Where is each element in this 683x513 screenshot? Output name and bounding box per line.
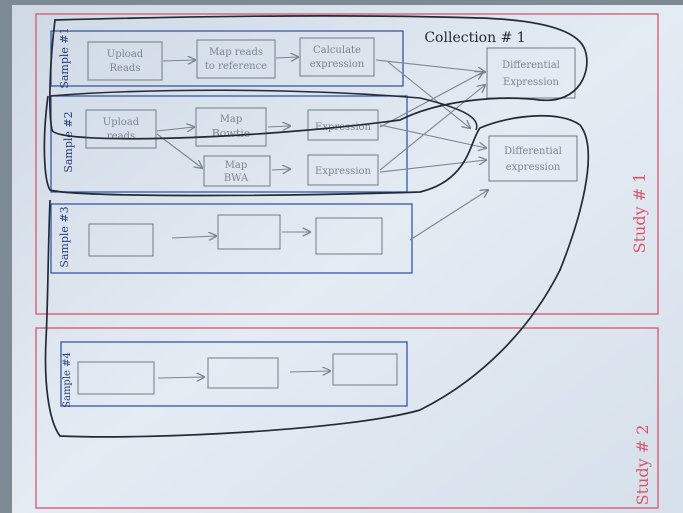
- sample-4-label: Sample #4: [62, 352, 73, 408]
- arrow: [171, 236, 216, 238]
- collection-outline-inner: [49, 89, 478, 131]
- sample-2-label: Sample #2: [62, 111, 75, 172]
- sample-4-step-2: [207, 357, 279, 389]
- sample-4-step-3: [332, 353, 398, 386]
- arrow: [162, 60, 195, 61]
- output-label: Expression: [503, 77, 560, 88]
- arrow: [379, 72, 483, 128]
- arrow: [275, 57, 298, 58]
- step-label: BWA: [224, 173, 249, 184]
- step-label: to reference: [205, 61, 267, 72]
- step-label: Upload: [107, 49, 144, 60]
- sample-3-label: Sample #3: [58, 206, 71, 267]
- collection-outline-top: [49, 14, 588, 140]
- study-1-box: [35, 13, 659, 315]
- step-label: Map: [225, 160, 248, 171]
- step-label: Calculate: [313, 45, 361, 56]
- arrow: [379, 160, 486, 173]
- study-2-label: Study # 2: [633, 425, 652, 506]
- sample-3-step-2: [217, 214, 281, 250]
- arrow: [379, 85, 485, 171]
- output-label: Differential: [504, 146, 562, 157]
- paper-sheet: [12, 5, 683, 513]
- arrow: [267, 126, 290, 127]
- collection-label: Collection # 1: [424, 30, 525, 46]
- differential-expression-1: Differential Expression: [486, 47, 576, 99]
- arrow: [156, 133, 202, 168]
- arrow: [375, 59, 485, 72]
- sample-1-label: Sample #1: [58, 27, 71, 88]
- output-label: Differential: [502, 60, 560, 71]
- arrows: [156, 57, 488, 378]
- sample-2-step-upload: Upload reads: [85, 109, 157, 149]
- arrow: [387, 61, 470, 128]
- differential-expression-2: Differential expression: [488, 135, 578, 182]
- arrow: [271, 169, 290, 170]
- arrow: [289, 371, 330, 372]
- step-label: Reads: [110, 63, 141, 74]
- sample-2-step-map-bwa: Map BWA: [203, 155, 271, 187]
- step-label: expression: [310, 59, 365, 70]
- arrow: [156, 127, 194, 131]
- arrow: [379, 124, 486, 148]
- collection-outline-main: [43, 95, 590, 438]
- sample-1-step-upload: Upload Reads: [87, 41, 163, 81]
- step-label: reads: [107, 131, 135, 142]
- output-label: expression: [506, 162, 561, 173]
- sample-1-step-expression: Calculate expression: [299, 37, 375, 77]
- sample-2-box: [50, 95, 408, 193]
- sample-4-step-1: [77, 361, 155, 395]
- arrow: [157, 377, 204, 378]
- step-label: Expression: [315, 166, 372, 177]
- sample-1-step-map: Map reads to reference: [196, 39, 276, 79]
- sample-2-step-expression-bottom: Expression: [307, 154, 379, 186]
- sample-3-step-3: [315, 217, 383, 255]
- step-label: Bowtie: [212, 127, 251, 140]
- step-label: Map: [220, 114, 243, 125]
- study-2-box: [35, 327, 659, 509]
- step-label: Map reads: [209, 47, 263, 58]
- arrow: [409, 190, 488, 241]
- sample-3-step-1: [88, 223, 154, 257]
- sample-4-box: [60, 341, 408, 407]
- study-1-label: Study # 1: [630, 173, 649, 254]
- step-label: Upload: [103, 117, 140, 128]
